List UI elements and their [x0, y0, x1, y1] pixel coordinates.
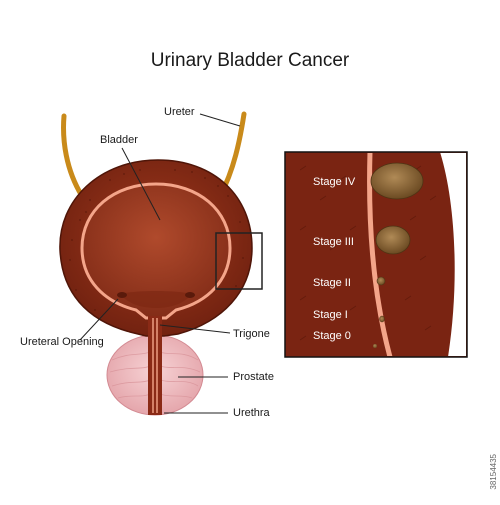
label-ureteral-opening: Ureteral Opening	[20, 336, 104, 348]
tumor-stage-iii	[375, 225, 411, 255]
wall-texture	[69, 169, 244, 311]
tumor-stage-ii	[376, 276, 386, 286]
stage-label-iii: Stage III	[313, 236, 354, 248]
inset-marker	[215, 232, 263, 290]
left-ureter	[61, 113, 85, 199]
leader-lines	[79, 113, 241, 414]
stage-label-0: Stage 0	[313, 330, 351, 342]
tumor-stage-iv	[370, 162, 424, 200]
right-ureteral-opening	[185, 292, 195, 298]
diagram-title: Urinary Bladder Cancer	[150, 50, 350, 71]
inset-panel	[284, 151, 468, 358]
label-trigone: Trigone	[233, 328, 270, 340]
label-ureter: Ureter	[164, 106, 195, 118]
stage-label-i: Stage I	[313, 309, 348, 321]
prostate-texture	[109, 351, 201, 399]
tumor-stage-0	[373, 344, 377, 348]
tumor-stage-i	[379, 315, 385, 323]
label-urethra: Urethra	[233, 407, 270, 419]
bladder-lumen	[80, 182, 232, 320]
stock-id-text: 38154435	[489, 454, 498, 490]
label-bladder: Bladder	[100, 134, 138, 146]
left-ureteral-opening	[117, 292, 127, 298]
stage-label-iv: Stage IV	[313, 176, 356, 188]
label-prostate: Prostate	[233, 371, 274, 383]
stage-label-ii: Stage II	[313, 277, 351, 289]
trigone-area	[120, 291, 192, 308]
